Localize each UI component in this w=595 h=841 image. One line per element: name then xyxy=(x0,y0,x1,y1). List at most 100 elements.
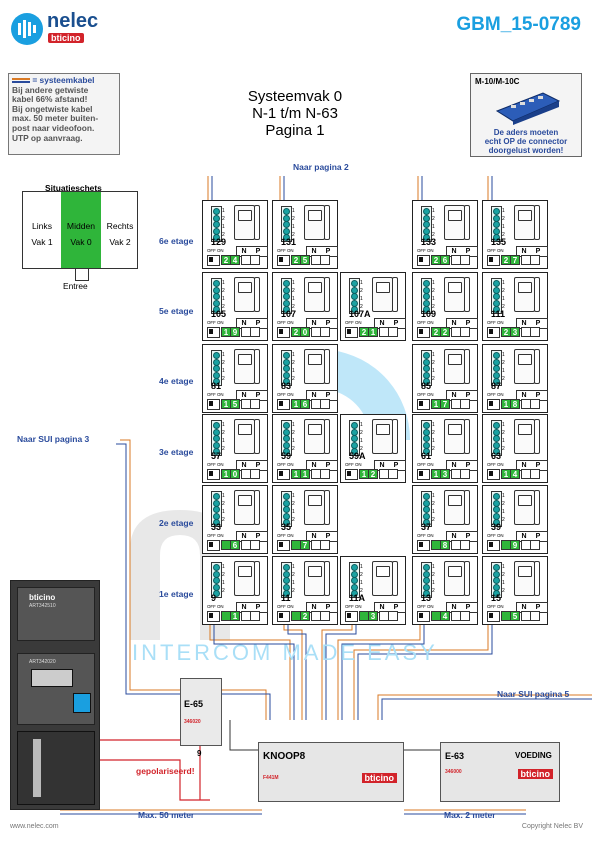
e65-label: E-65 xyxy=(184,699,204,709)
dip-switch-icon xyxy=(487,255,500,266)
floor-label-5: 5e etage xyxy=(159,306,194,316)
apartment-number: 111 xyxy=(491,309,506,319)
apartment-number: 107A xyxy=(349,309,371,319)
grid-box xyxy=(320,611,330,621)
address-digit-2: 5 xyxy=(300,255,310,265)
terminal-block-icon xyxy=(211,420,222,456)
videophone-icon xyxy=(234,205,255,240)
videophone-icon xyxy=(234,490,255,525)
terminal-block-icon xyxy=(281,278,292,314)
outdoor-brand: bticino xyxy=(29,593,56,602)
apartment-number: 11A xyxy=(349,593,366,603)
videophone-icon xyxy=(514,490,535,525)
grid-box xyxy=(250,327,260,337)
dip-switch-icon xyxy=(345,611,358,622)
handset-icon xyxy=(324,277,330,312)
knoop8-device: KNOOP8 F441M bticino xyxy=(258,742,404,802)
e63-brand: bticino xyxy=(517,769,553,779)
address-digit-2: 3 xyxy=(368,611,378,621)
note-line-3: Bij ongetwiste kabel xyxy=(12,103,93,114)
floor-label-1: 1e etage xyxy=(159,589,194,599)
note-line-1: Bij andere getwiste xyxy=(12,84,89,95)
connector-note-3: doorgelust worden! xyxy=(488,146,564,155)
dip-switch-icon xyxy=(207,255,220,266)
apartment-number: 63 xyxy=(491,451,502,461)
videophone-icon xyxy=(234,349,255,384)
outdoor-station: bticino ART342510 ART342020 xyxy=(10,580,100,810)
videophone-icon xyxy=(514,277,535,312)
terminal-block-icon xyxy=(421,562,432,598)
terminal-block-icon xyxy=(491,562,502,598)
address-digit-2: 6 xyxy=(440,255,450,265)
address-digit-2: 6 xyxy=(230,540,240,550)
gepolariseerd-warning: gepolariseerd! xyxy=(136,766,195,776)
address-digit-2: 9 xyxy=(510,540,520,550)
off-on-label: OFF ON xyxy=(487,248,504,253)
off-on-label: OFF ON xyxy=(277,320,294,325)
address-digit-2: 4 xyxy=(230,255,240,265)
note-line-4: max. 50 meter buiten- xyxy=(12,113,99,124)
handset-icon xyxy=(392,277,398,312)
terminal-block-icon xyxy=(491,491,502,527)
off-on-label: OFF ON xyxy=(207,533,224,538)
terminal-block-icon xyxy=(281,206,292,242)
off-on-label: OFF ON xyxy=(207,320,224,325)
knoop-code: F441M xyxy=(263,775,279,781)
dip-switch-icon xyxy=(207,469,220,480)
off-on-label: OFF ON xyxy=(487,392,504,397)
grid-box xyxy=(320,255,330,265)
floor-label-6: 6e etage xyxy=(159,236,194,246)
off-on-label: OFF ON xyxy=(345,462,362,467)
dip-switch-icon xyxy=(277,611,290,622)
address-digit-2: 3 xyxy=(440,469,450,479)
grid-box xyxy=(320,399,330,409)
handset-icon xyxy=(254,561,260,596)
dip-switch-icon xyxy=(207,611,220,622)
videophone-icon xyxy=(514,561,535,596)
handset-icon xyxy=(254,205,260,240)
terminal-block-icon xyxy=(349,562,360,598)
handset-icon xyxy=(254,349,260,384)
e65-code: 346020 xyxy=(184,719,201,725)
off-on-label: OFF ON xyxy=(487,320,504,325)
dip-switch-icon xyxy=(487,611,500,622)
handset-icon xyxy=(464,349,470,384)
address-digit-2: 8 xyxy=(440,540,450,550)
dip-switch-icon xyxy=(417,540,430,551)
grid-box xyxy=(460,540,470,550)
off-on-label: OFF ON xyxy=(487,604,504,609)
connector-model: M-10/M-10C xyxy=(475,77,520,86)
terminal-block-icon xyxy=(211,562,222,598)
terminal-block-icon xyxy=(211,278,222,314)
terminal-block-icon xyxy=(491,350,502,386)
grid-box xyxy=(530,399,540,409)
videophone-icon xyxy=(444,490,465,525)
terminal-block-icon xyxy=(491,206,502,242)
handset-icon xyxy=(254,277,260,312)
terminal-block-icon xyxy=(349,420,360,456)
grid-box xyxy=(530,327,540,337)
handset-icon xyxy=(392,561,398,596)
dip-switch-icon xyxy=(345,469,358,480)
handset-icon xyxy=(324,349,330,384)
apartment-number: 39 xyxy=(491,522,502,532)
videophone-icon xyxy=(444,419,465,454)
e63-code: 346000 xyxy=(445,769,462,775)
note-line-2: kabel 66% afstand! xyxy=(12,94,88,105)
connector-icon xyxy=(495,92,561,125)
outdoor-art-2: ART342020 xyxy=(29,659,56,665)
